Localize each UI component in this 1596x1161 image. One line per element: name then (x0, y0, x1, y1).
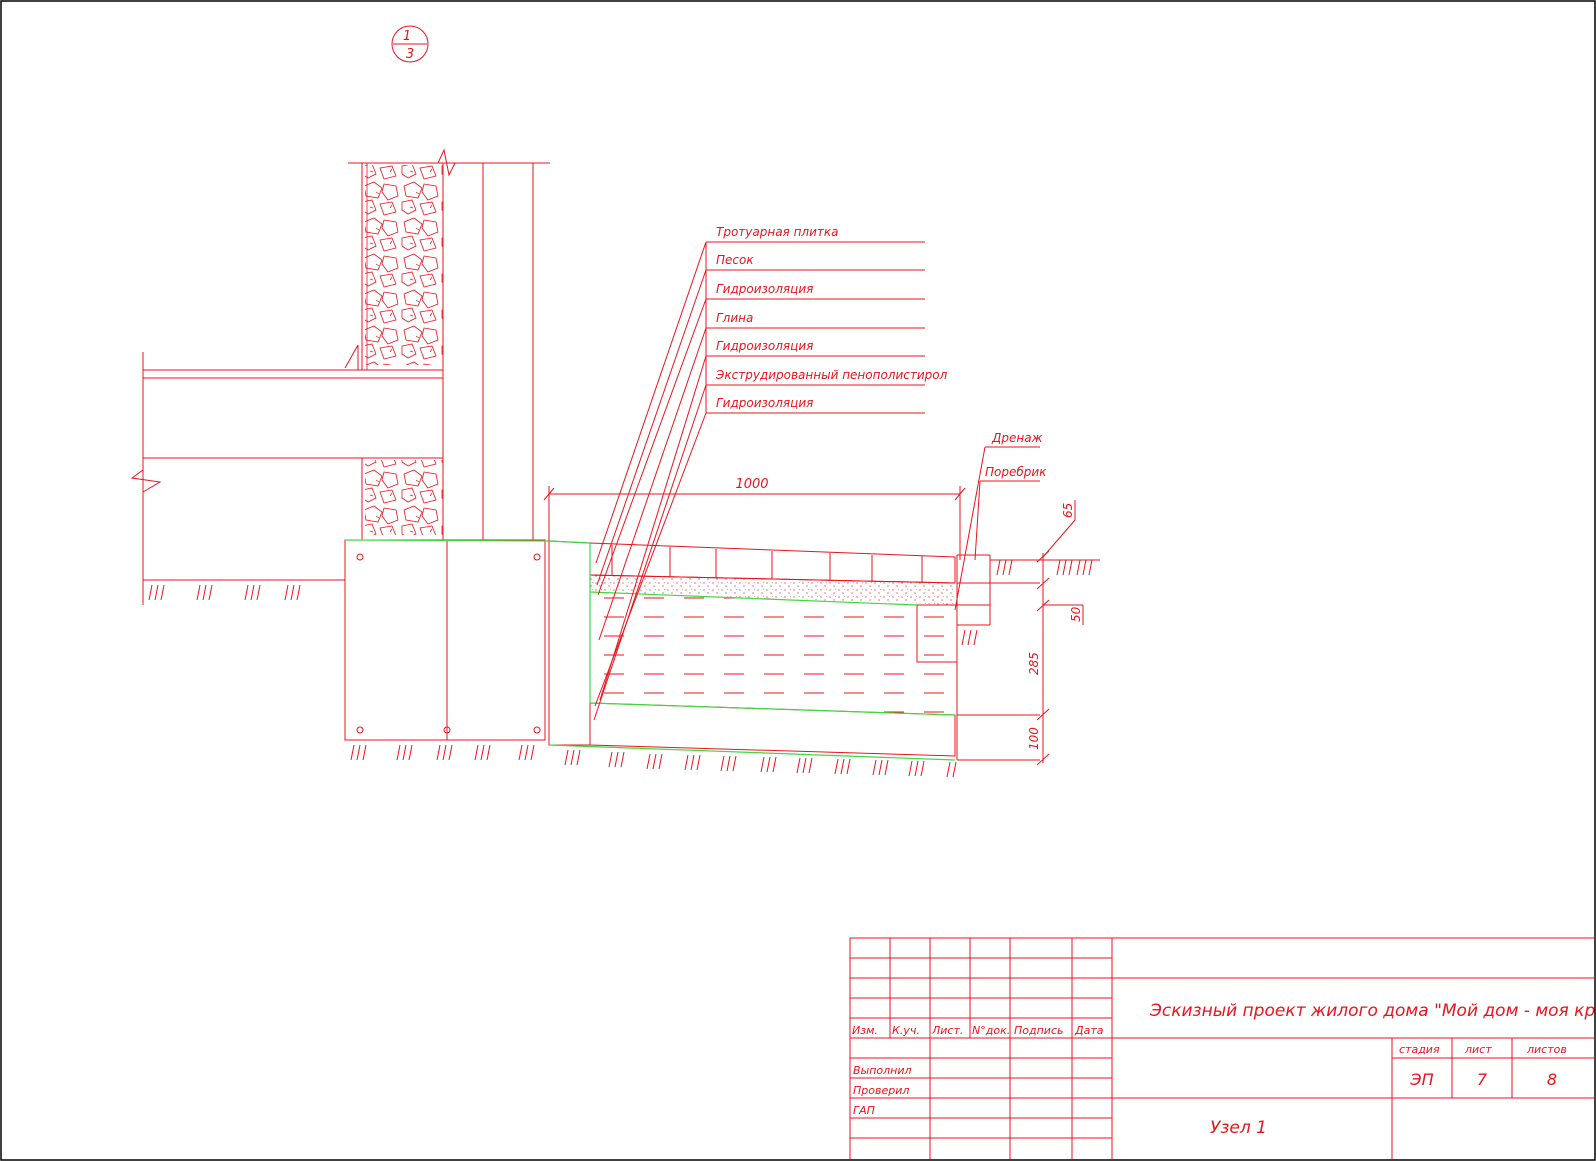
tb-sheet: 7 (1477, 1070, 1488, 1089)
tb-col-ndok: N°док. (972, 1024, 1010, 1037)
vertical-dims (1036, 500, 1084, 766)
layer-label-7: Гидроизоляция (716, 396, 813, 410)
dim-285: 285 (1027, 652, 1041, 675)
tb-stage-label: стадия (1399, 1043, 1440, 1056)
tb-col-list: Лист. (931, 1024, 963, 1037)
tb-sheets: 8 (1547, 1070, 1557, 1089)
layer-label-1: Тротуарная плитка (716, 225, 839, 239)
layer-label-5: Гидроизоляция (716, 339, 813, 353)
tb-col-izm: Изм. (852, 1024, 878, 1037)
layer-label-2: Песок (716, 253, 754, 267)
dim-1000 (543, 486, 966, 560)
dim-65: 65 (1061, 503, 1075, 518)
drainage-label: Дренаж (991, 431, 1043, 445)
pavement-section (344, 539, 1040, 761)
callout-top: 1 (403, 29, 411, 44)
foundation-block (344, 539, 546, 741)
section-callout: 1 3 (391, 25, 429, 63)
drain-curb-leaders (954, 446, 1040, 611)
tb-col-podpis: Подпись (1014, 1024, 1063, 1037)
wall-section (130, 148, 550, 605)
tb-role-gap: ГАП (853, 1104, 875, 1117)
tb-role-proveril: Проверил (853, 1084, 909, 1097)
layer-label-6: Экструдированный пенополистирол (715, 368, 948, 382)
tb-col-kuch: К.уч. (892, 1024, 920, 1037)
layer-label-4: Глина (716, 311, 753, 325)
title-block (849, 937, 1594, 1159)
tb-sheets-label: листов (1526, 1043, 1567, 1056)
layer-label-3: Гидроизоляция (716, 282, 813, 296)
tb-col-data: Дата (1074, 1024, 1104, 1037)
tb-sheet-label: лист (1464, 1043, 1492, 1056)
tb-project-title: Эскизный проект жилого дома "Мой дом - м… (1149, 1001, 1596, 1021)
tb-stage: ЭП (1409, 1070, 1433, 1089)
dim-100: 100 (1027, 727, 1041, 750)
dim-50: 50 (1069, 606, 1083, 622)
callout-bottom: 3 (406, 47, 414, 62)
layer-labels: Тротуарная плитка Песок Гидроизоляция Гл… (715, 225, 948, 410)
dim-1000-value: 1000 (735, 477, 768, 492)
tb-sheet-name: Узел 1 (1210, 1118, 1267, 1138)
layer-leaders (593, 241, 925, 721)
ground-hatch (148, 559, 1100, 778)
tb-role-vypolnil: Выполнил (853, 1064, 912, 1077)
curb-label: Поребрик (985, 465, 1047, 479)
